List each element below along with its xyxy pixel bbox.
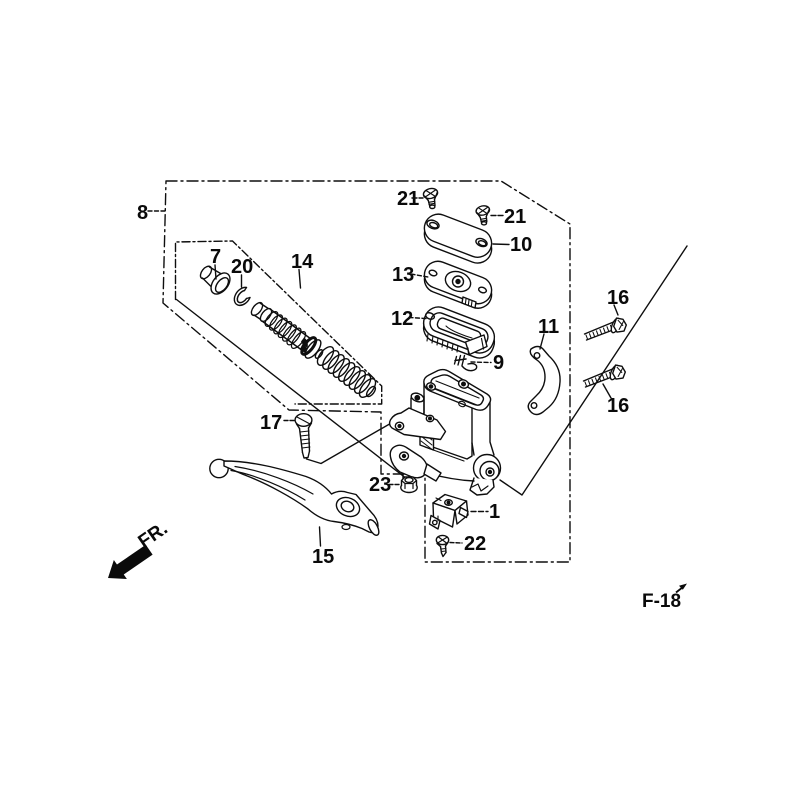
svg-text:22: 22 — [464, 533, 486, 555]
svg-text:7: 7 — [210, 246, 221, 268]
svg-text:21: 21 — [397, 188, 419, 210]
svg-text:15: 15 — [312, 546, 334, 568]
svg-text:16: 16 — [607, 287, 629, 309]
svg-text:12: 12 — [391, 308, 413, 330]
svg-text:17: 17 — [260, 412, 282, 434]
svg-text:1: 1 — [489, 501, 500, 523]
svg-text:20: 20 — [231, 256, 253, 278]
svg-text:14: 14 — [291, 251, 314, 273]
svg-text:21: 21 — [504, 206, 526, 228]
svg-text:9: 9 — [493, 352, 504, 374]
svg-text:8: 8 — [137, 202, 148, 224]
svg-text:13: 13 — [392, 264, 414, 286]
svg-text:23: 23 — [369, 474, 391, 496]
svg-text:F-18: F-18 — [642, 591, 681, 612]
svg-text:16: 16 — [607, 395, 629, 417]
svg-text:10: 10 — [510, 234, 532, 256]
svg-text:11: 11 — [538, 316, 559, 338]
